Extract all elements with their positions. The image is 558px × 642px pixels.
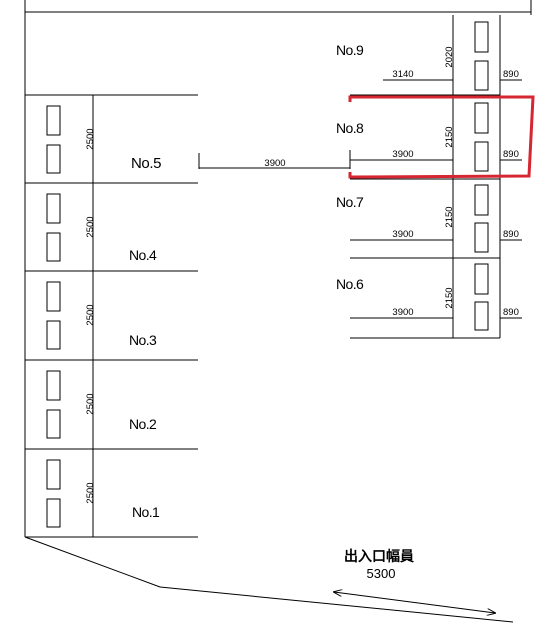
space-width-label: 2500	[85, 128, 96, 149]
space-label: No.4	[129, 247, 157, 263]
wheel-stop	[474, 263, 489, 295]
space-length-label: 3900	[264, 158, 285, 169]
space-length-label: 3900	[392, 149, 413, 160]
space-label: No.3	[129, 332, 157, 348]
parking-space-no4: 2500 No.4	[46, 193, 158, 263]
entrance-width-value: 5300	[367, 566, 396, 581]
space-clearance-label: 890	[503, 149, 519, 160]
wheel-stop	[46, 105, 61, 136]
entrance-width-arrow	[334, 592, 495, 613]
space-width-label: 2150	[444, 287, 455, 308]
space-label: No.5	[131, 155, 161, 172]
wheel-stop	[474, 141, 489, 172]
space-width-label: 2500	[85, 216, 96, 237]
wheel-stop	[46, 370, 61, 401]
entrance-width: 出入口幅員 5300	[334, 548, 495, 613]
space-length-label: 3900	[392, 229, 413, 240]
wheel-stop	[474, 102, 489, 134]
parking-space-no1: 2500 No.1	[46, 459, 161, 528]
parking-space-no9: No.9 2020 3140 890	[336, 21, 522, 91]
space-width-label: 2020	[444, 46, 455, 67]
highlight-outline	[348, 95, 535, 179]
space-width-label: 2500	[85, 393, 96, 414]
space-width-label: 2500	[85, 304, 96, 325]
space-label: No.7	[336, 194, 364, 210]
space-label: No.6	[336, 276, 364, 292]
boundary-bottom-left-line	[24, 536, 161, 588]
entrance-label: 出入口幅員	[344, 548, 414, 565]
wheel-stop	[474, 184, 489, 216]
wheel-stop	[46, 281, 61, 312]
space-clearance-label: 890	[503, 69, 519, 80]
wheel-stop	[474, 301, 489, 331]
wheel-stop	[46, 459, 61, 490]
space-clearance-label: 890	[503, 307, 519, 318]
wheel-stop	[46, 193, 61, 224]
space-label: No.9	[336, 42, 364, 58]
wheel-stop	[46, 144, 61, 174]
wheel-stop	[46, 409, 61, 439]
wheel-stop	[46, 498, 61, 528]
space-label: No.8	[336, 120, 364, 136]
space-width-label: 2500	[85, 482, 96, 503]
space-length-label: 3140	[392, 69, 413, 80]
space-label: No.1	[132, 504, 160, 520]
parking-space-no6: No.6 2150 3900 890	[336, 263, 522, 331]
wheel-stop	[474, 21, 489, 53]
space-width-label: 2150	[444, 206, 455, 227]
space-width-label: 2150	[444, 126, 455, 147]
wheel-stop	[474, 60, 489, 91]
wheel-stop	[46, 232, 61, 262]
space-clearance-label: 890	[503, 229, 519, 240]
parking-space-no5: 2500 No.5 3900	[46, 105, 351, 174]
wheel-stop	[46, 320, 61, 350]
space-length-label: 3900	[392, 307, 413, 318]
parking-space-no7: No.7 2150 3900 890	[336, 184, 522, 253]
space-label: No.2	[129, 416, 157, 432]
parking-space-no2: 2500 No.2	[46, 370, 158, 439]
parking-space-no8: No.8 2150 3900 890	[336, 102, 522, 172]
wheel-stop	[474, 222, 489, 253]
parking-space-no3: 2500 No.3	[46, 281, 158, 350]
